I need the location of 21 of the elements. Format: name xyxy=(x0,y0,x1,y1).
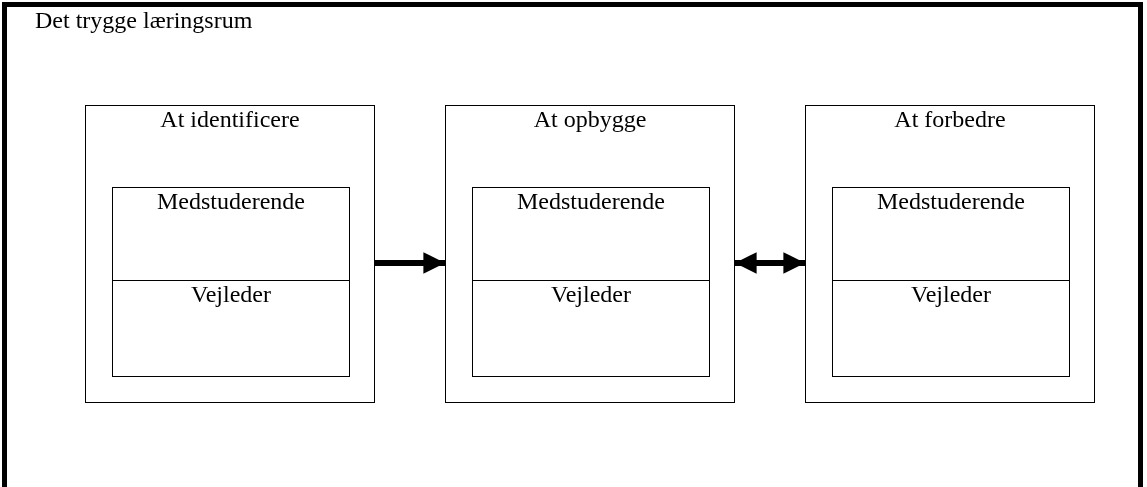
role-cell xyxy=(832,187,1070,281)
role-label: Vejleder xyxy=(190,281,272,308)
role-label: Medstuderende xyxy=(516,188,666,215)
role-label: Medstuderende xyxy=(156,188,306,215)
arrow xyxy=(735,252,805,274)
role-cell xyxy=(472,280,710,377)
stage-heading: At forbedre xyxy=(893,106,1007,133)
stage-heading: At identificere xyxy=(159,106,301,133)
role-cell xyxy=(112,280,350,377)
stage-box xyxy=(445,105,735,403)
role-cell xyxy=(472,187,710,281)
role-cell xyxy=(112,187,350,281)
role-label: Vejleder xyxy=(910,281,992,308)
arrow xyxy=(375,252,445,274)
frame-label: Det trygge læringsrum xyxy=(35,7,253,34)
stage-box xyxy=(85,105,375,403)
role-label: Medstuderende xyxy=(876,188,1026,215)
stage-heading: At opbygge xyxy=(532,106,648,133)
stage-box xyxy=(805,105,1095,403)
role-label: Vejleder xyxy=(550,281,632,308)
role-cell xyxy=(832,280,1070,377)
